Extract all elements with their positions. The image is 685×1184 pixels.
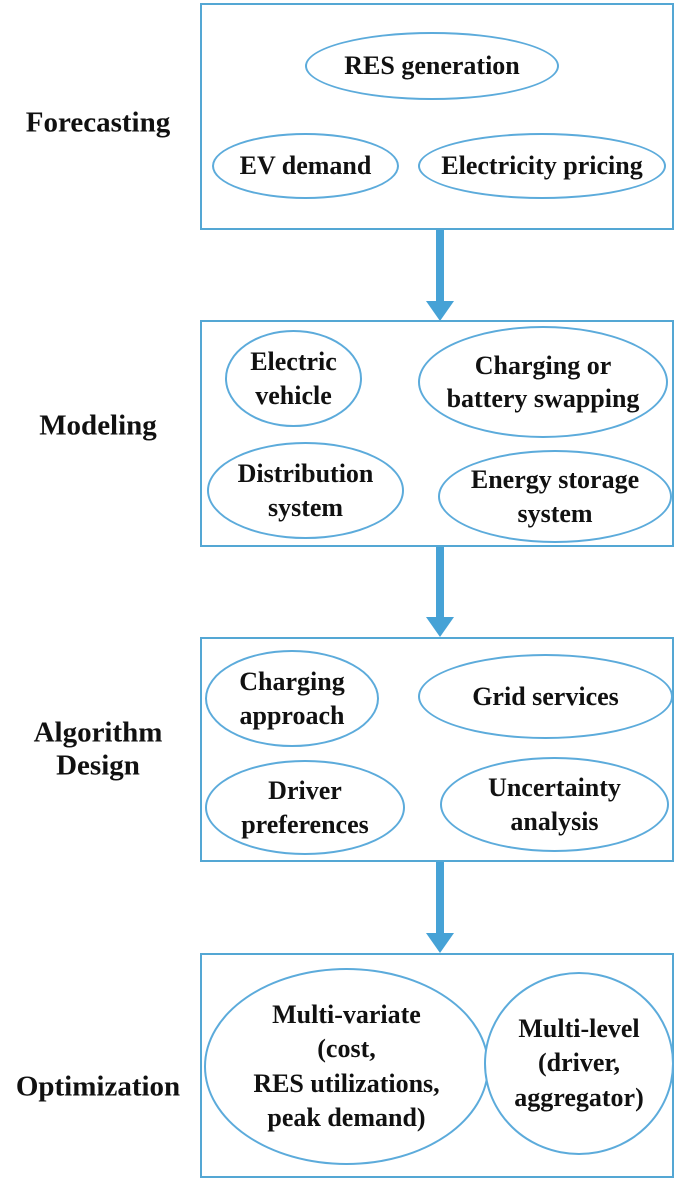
ellipse-electric-vehicle: Electric vehicle: [225, 330, 362, 427]
modeling-box: Electric vehicle Charging or battery swa…: [200, 320, 674, 547]
stage-label-modeling: Modeling: [39, 409, 157, 442]
algorithm-design-box: Charging approach Grid services Driver p…: [200, 637, 674, 862]
ellipse-driver-preferences: Driver preferences: [205, 760, 405, 855]
flow-arrow-3: [426, 862, 454, 953]
stage-label-optimization: Optimization: [15, 1070, 181, 1103]
flow-arrow-2: [426, 547, 454, 637]
ellipse-charging-approach: Charging approach: [205, 650, 379, 747]
arrow-head-icon: [426, 617, 454, 637]
ellipse-electricity-pricing: Electricity pricing: [418, 133, 666, 199]
forecasting-box: RES generation EV demand Electricity pri…: [200, 3, 674, 230]
ellipse-grid-services: Grid services: [418, 654, 673, 739]
ellipse-res-generation: RES generation: [305, 32, 559, 100]
flow-arrow-1: [426, 230, 454, 321]
ellipse-ev-demand: EV demand: [212, 133, 399, 199]
arrow-head-icon: [426, 933, 454, 953]
ellipse-distribution-system: Distribution system: [207, 442, 404, 539]
arrow-shaft: [436, 547, 444, 617]
ellipse-energy-storage-system: Energy storage system: [438, 450, 672, 543]
arrow-shaft: [436, 230, 444, 301]
stage-label-algorithm-design: Algorithm Design: [33, 716, 163, 782]
stage-label-forecasting: Forecasting: [25, 106, 171, 139]
optimization-box: Multi-variate (cost, RES utilizations, p…: [200, 953, 674, 1178]
ellipse-uncertainty-analysis: Uncertainty analysis: [440, 757, 669, 852]
ellipse-multi-variate: Multi-variate (cost, RES utilizations, p…: [204, 968, 489, 1165]
arrow-shaft: [436, 862, 444, 933]
ellipse-multi-level: Multi-level (driver, aggregator): [484, 972, 674, 1155]
ellipse-charging-or-battery-swapping: Charging or battery swapping: [418, 326, 668, 438]
arrow-head-icon: [426, 301, 454, 321]
